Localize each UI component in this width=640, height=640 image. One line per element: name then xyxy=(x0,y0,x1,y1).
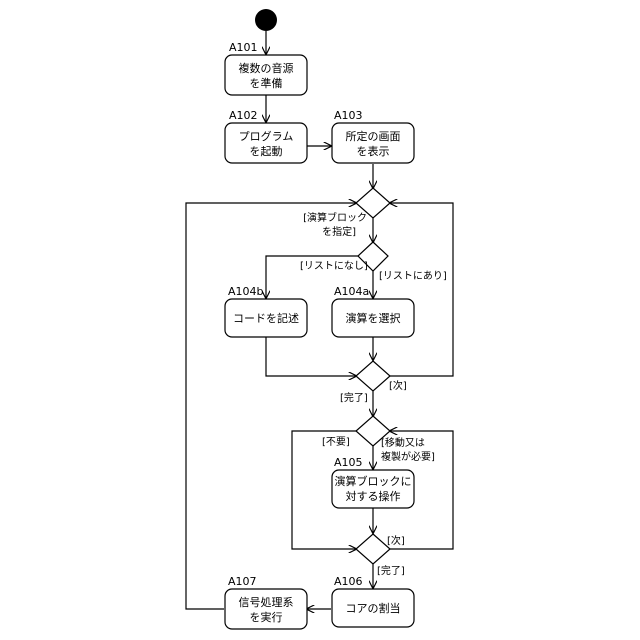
a104b-id: A104b xyxy=(228,285,264,298)
a106-label: コアの割当 xyxy=(346,601,401,615)
guard-next-1: [次] xyxy=(389,379,407,392)
a102-label-line2: を起動 xyxy=(250,144,283,158)
initial-node xyxy=(255,9,277,31)
a107-label-line1: 信号処理系 xyxy=(239,596,294,609)
guard-move-copy-line2: 複製が必要] xyxy=(381,450,435,463)
a106-id: A106 xyxy=(334,575,363,588)
a105-id: A105 xyxy=(334,456,363,469)
a101-label-line2: を準備 xyxy=(250,76,283,90)
action-a103: A103 所定の画面 を表示 xyxy=(332,109,414,163)
guard-done-2: [完了] xyxy=(377,564,405,577)
guard-specify-block-line2: を指定] xyxy=(322,225,356,238)
guard-in-list: [リストにあり] xyxy=(379,270,447,282)
a102-label-line1: プログラム xyxy=(239,129,294,143)
a102-id: A102 xyxy=(229,109,258,122)
a103-label-line2: を表示 xyxy=(357,144,390,158)
a101-id: A101 xyxy=(229,41,258,54)
a103-id: A103 xyxy=(334,109,363,122)
edge-a104b-to-merge2 xyxy=(266,337,356,376)
a107-label-line2: を実行 xyxy=(250,610,283,624)
guard-not-in-list: [リストになし] xyxy=(300,260,368,272)
guard-not-needed: [不要] xyxy=(322,436,350,448)
a105-label-line1: 演算ブロックに xyxy=(335,474,412,488)
guard-move-copy-line1: [移動又は xyxy=(381,436,425,449)
a101-label-line1: 複数の音源 xyxy=(239,61,294,75)
a107-id: A107 xyxy=(228,575,257,588)
a103-label-line1: 所定の画面 xyxy=(346,129,401,143)
merge-diamond-2 xyxy=(356,361,390,391)
a105-label-line2: 対する操作 xyxy=(346,489,401,503)
guard-done-1: [完了] xyxy=(340,391,368,404)
a104b-label: コードを記述 xyxy=(233,311,299,325)
edge-loop-next1 xyxy=(390,203,453,376)
action-a107: A107 信号処理系 を実行 xyxy=(225,575,307,629)
a104a-label: 演算を選択 xyxy=(346,311,401,325)
merge-diamond-4 xyxy=(356,534,390,564)
a104a-id: A104a xyxy=(334,285,369,298)
guard-next-2: [次] xyxy=(387,534,405,547)
guard-specify-block-line1: [演算ブロック xyxy=(303,211,367,224)
